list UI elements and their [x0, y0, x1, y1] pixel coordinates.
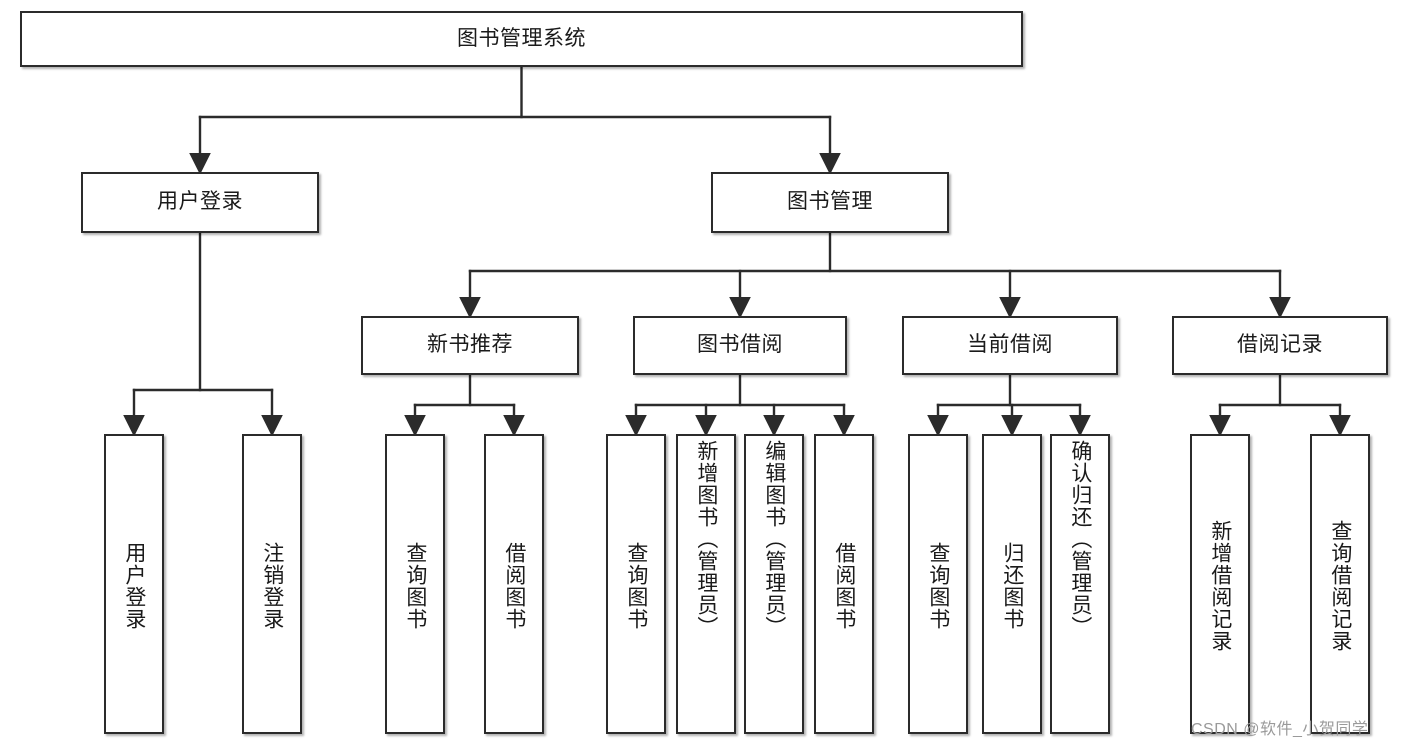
node-label: 确认归还（管理员） [1068, 440, 1092, 638]
node-label: 图书管理系统 [457, 26, 586, 50]
node-l-cu-q[interactable]: 查询图书 [908, 434, 968, 734]
node-newbook[interactable]: 新书推荐 [361, 316, 579, 375]
node-l-nb-b[interactable]: 借阅图书 [484, 434, 544, 734]
node-label: 图书借阅 [697, 333, 783, 357]
node-label: 新书推荐 [427, 333, 513, 357]
node-label: 图书管理 [787, 190, 873, 214]
node-l-re-add[interactable]: 新增借阅记录 [1190, 434, 1250, 734]
node-label: 新增图书（管理员） [694, 440, 718, 638]
node-label: 借阅图书 [832, 542, 856, 630]
node-l-cu-conf[interactable]: 确认归还（管理员） [1050, 434, 1110, 734]
node-label: 注销登录 [260, 542, 284, 630]
node-l-bo-borrow[interactable]: 借阅图书 [814, 434, 874, 734]
node-l-bo-q[interactable]: 查询图书 [606, 434, 666, 734]
node-login[interactable]: 用户登录 [81, 172, 319, 233]
node-current[interactable]: 当前借阅 [902, 316, 1118, 375]
node-borrow[interactable]: 图书借阅 [633, 316, 847, 375]
node-l-login[interactable]: 用户登录 [104, 434, 164, 734]
node-label: 借阅图书 [502, 542, 526, 630]
node-l-bo-add[interactable]: 新增图书（管理员） [676, 434, 736, 734]
node-records[interactable]: 借阅记录 [1172, 316, 1388, 375]
node-label: 编辑图书（管理员） [762, 440, 786, 638]
node-bookmgr[interactable]: 图书管理 [711, 172, 949, 233]
node-label: 查询借阅记录 [1328, 520, 1352, 652]
node-label: 查询图书 [624, 542, 648, 630]
node-label: 查询图书 [926, 542, 950, 630]
node-label: 新增借阅记录 [1208, 520, 1232, 652]
node-label: 查询图书 [403, 542, 427, 630]
node-root[interactable]: 图书管理系统 [20, 11, 1023, 67]
node-label: 当前借阅 [967, 333, 1053, 357]
node-label: 用户登录 [157, 190, 243, 214]
node-l-logout[interactable]: 注销登录 [242, 434, 302, 734]
node-label: 借阅记录 [1237, 333, 1323, 357]
node-l-nb-q[interactable]: 查询图书 [385, 434, 445, 734]
node-label: 归还图书 [1000, 542, 1024, 630]
node-l-bo-edit[interactable]: 编辑图书（管理员） [744, 434, 804, 734]
node-l-re-q[interactable]: 查询借阅记录 [1310, 434, 1370, 734]
node-label: 用户登录 [122, 542, 146, 630]
node-l-cu-r[interactable]: 归还图书 [982, 434, 1042, 734]
